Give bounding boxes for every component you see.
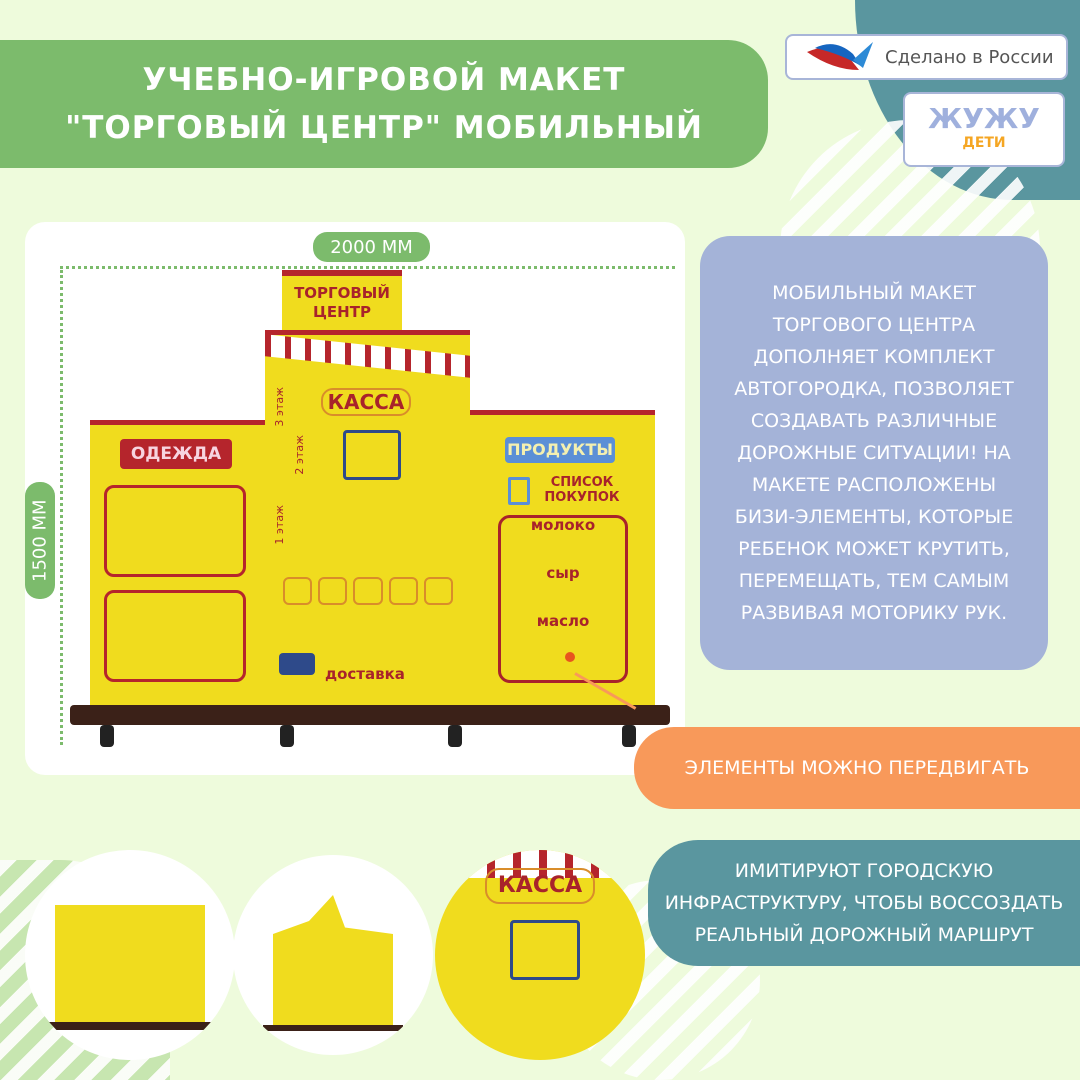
shopping-bag-icon [508, 477, 530, 505]
wheel [100, 725, 114, 747]
photo-closeup-kassa: КАССА [435, 850, 645, 1060]
cash-register-icon [510, 920, 580, 980]
description-box: Мобильный макет торгового центра дополня… [700, 236, 1048, 670]
floor-label: 3 этаж [273, 387, 286, 427]
width-dimension-line [60, 266, 675, 269]
height-dimension-line [60, 270, 63, 745]
list-item: молоко [530, 516, 596, 534]
photo-front-view [25, 850, 235, 1060]
floor-label: 1 этаж [273, 505, 286, 545]
wheel [622, 725, 636, 747]
top-sign-panel: ТОРГОВЫЙ ЦЕНТР [282, 270, 402, 330]
shopping-list-label: СПИСОК ПОКУПОК [544, 475, 620, 505]
list-item: сыр [546, 564, 580, 582]
height-label: 1500 ММ [25, 482, 55, 599]
delivery-label: доставка [325, 665, 405, 683]
made-in-russia-badge: Сделано в России [785, 34, 1068, 80]
delivery-truck-icon [279, 653, 315, 675]
awning [265, 334, 470, 378]
brand-name: ЖУЖУ [928, 102, 1040, 135]
cash-register-icon [343, 430, 401, 480]
slider-knob[interactable] [565, 652, 575, 662]
floor-label: 2 этаж [293, 435, 306, 475]
list-item: масло [536, 612, 590, 630]
clothes-sign: ОДЕЖДА [120, 439, 232, 469]
clothes-rail-bottom [104, 590, 246, 682]
photo-side-view [233, 855, 433, 1055]
movable-callout: ЭЛЕМЕНТЫ МОЖНО ПЕРЕДВИГАТЬ [634, 727, 1080, 809]
base-frame [70, 705, 670, 725]
shopping-list-frame: молоко сыр масло [498, 515, 628, 683]
clothes-rail-top [104, 485, 246, 577]
service-icons [283, 577, 454, 605]
russia-flag-icon [807, 42, 873, 70]
products-sign: ПРОДУКТЫ [505, 437, 615, 463]
infrastructure-callout: ИМИТИРУЮТ ГОРОДСКУЮ ИНФРАСТРУКТУРУ, ЧТОБ… [648, 840, 1080, 966]
kassa-closeup-sign: КАССА [485, 868, 595, 904]
wheel [280, 725, 294, 747]
page-title: УЧЕБНО-ИГРОВОЙ МАКЕТ "ТОРГОВЫЙ ЦЕНТР" МО… [0, 40, 768, 168]
center-panel: КАССА 3 этаж 2 этаж 1 этаж доставка [265, 330, 470, 707]
brand-sub: ДЕТИ [962, 135, 1006, 151]
wheel [448, 725, 462, 747]
top-sign-text: ТОРГОВЫЙ ЦЕНТР [294, 284, 390, 321]
clothes-panel: ОДЕЖДА [90, 420, 266, 707]
kassa-sign: КАССА [321, 388, 411, 416]
products-panel: ПРОДУКТЫ СПИСОК ПОКУПОК молоко сыр масло [470, 410, 655, 707]
brand-logo: ЖУЖУ ДЕТИ [903, 92, 1065, 167]
width-label: 2000 ММ [313, 232, 430, 262]
made-in-russia-text: Сделано в России [885, 46, 1054, 68]
